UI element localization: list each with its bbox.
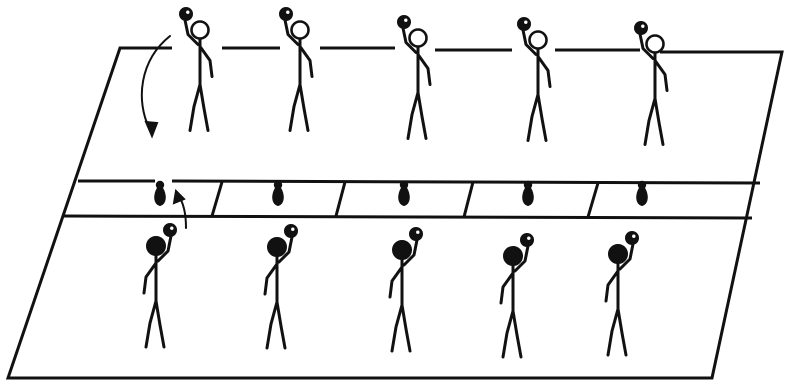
player-figure — [397, 15, 432, 140]
ball-icon — [625, 231, 639, 245]
player-legs — [526, 93, 548, 142]
top-team — [179, 7, 669, 146]
player-figure — [179, 7, 214, 132]
ball-icon — [163, 223, 177, 237]
player-legs — [188, 83, 210, 132]
player-legs — [606, 307, 628, 357]
player-legs — [144, 299, 166, 349]
court — [5, 46, 784, 380]
center-zone-top-line — [171, 179, 761, 185]
player-arm-raised — [401, 26, 418, 54]
arrows — [140, 35, 187, 229]
bottom-team — [142, 223, 639, 359]
ball-icon — [409, 227, 423, 241]
pins-group — [154, 180, 648, 207]
player-head — [267, 237, 287, 257]
player-arm — [536, 55, 552, 88]
player-arm — [499, 271, 515, 305]
player-legs — [265, 300, 287, 350]
player-head — [645, 34, 665, 54]
player-arm — [604, 269, 620, 303]
ball-icon — [179, 7, 193, 21]
player-legs — [406, 91, 428, 140]
player-arm — [653, 59, 669, 92]
player-figure — [634, 21, 669, 146]
player-arm-raised — [638, 32, 655, 60]
arrowhead-icon — [172, 188, 186, 205]
player-figure — [263, 224, 298, 350]
bowling-pin-icon — [272, 180, 284, 207]
player-legs — [390, 303, 412, 353]
player-head — [528, 30, 548, 50]
player-arm-raised — [521, 28, 538, 56]
bowling-pin-icon — [636, 180, 648, 207]
player-arm-raised — [513, 244, 530, 273]
player-arm — [142, 261, 158, 295]
bowling-pin-icon — [154, 180, 166, 207]
player-head — [503, 246, 523, 266]
player-arm-raised — [618, 242, 635, 271]
player-arm-raised — [402, 238, 419, 267]
player-figure — [499, 233, 534, 359]
court-outline — [5, 46, 784, 380]
center-zone-bottom-line — [61, 214, 753, 220]
player-arm — [416, 53, 432, 86]
player-arm — [198, 45, 214, 78]
player-head — [190, 20, 210, 40]
player-head — [408, 28, 428, 48]
player-head — [392, 240, 412, 260]
player-figure — [142, 223, 177, 349]
ball-icon — [397, 15, 411, 29]
zone-divider — [334, 181, 347, 217]
player-head — [146, 236, 166, 256]
player-legs — [288, 83, 310, 132]
player-arm — [298, 45, 314, 78]
player-figure — [517, 17, 552, 142]
player-legs — [501, 309, 523, 359]
player-arm — [263, 262, 279, 296]
ball-icon — [634, 21, 648, 35]
ball-icon — [284, 224, 298, 238]
bowling-pin-icon — [398, 180, 410, 207]
zone-divider — [462, 181, 475, 218]
curved-throw-arrow — [140, 35, 171, 131]
player-figure — [279, 7, 314, 132]
player-figure — [388, 227, 423, 353]
player-figure — [604, 231, 639, 357]
player-arm — [388, 265, 404, 299]
player-head — [608, 244, 628, 264]
player-head — [290, 20, 310, 40]
ball-icon — [520, 233, 534, 247]
ball-icon — [517, 17, 531, 31]
ball-icon — [279, 7, 293, 21]
player-arm-raised — [283, 18, 300, 46]
arrowhead-icon — [144, 120, 159, 139]
player-legs — [643, 97, 665, 146]
player-arm-raised — [156, 234, 173, 263]
zone-divider — [210, 181, 224, 217]
player-arm-raised — [277, 235, 294, 264]
player-arm-raised — [183, 18, 200, 46]
zone-divider — [586, 182, 600, 218]
bowling-pin-icon — [522, 180, 534, 207]
